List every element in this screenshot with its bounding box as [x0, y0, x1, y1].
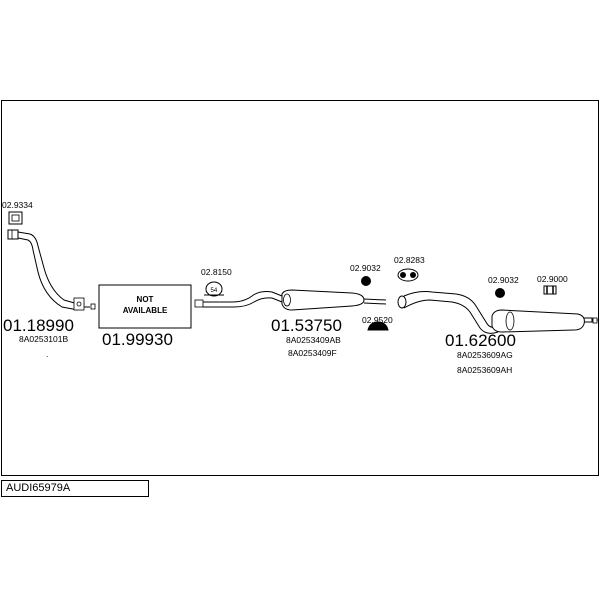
oem-code-rear-2: 8A0253609AH: [457, 365, 512, 375]
clamp-mid-icon: 54: [204, 281, 224, 297]
part-code-not-available: 01.99930: [102, 330, 173, 349]
part-code-bracket-front: 02.9334: [2, 200, 33, 210]
part-code-rear-silencer: 01.62600: [445, 331, 516, 350]
part-code-front-pipe: 01.18990: [3, 316, 74, 335]
oem-code-middle-2: 8A0253409F: [288, 348, 337, 358]
dot-mark: .: [46, 349, 48, 359]
bracket-rear-icon: [543, 285, 557, 295]
middle-silencer-icon: [194, 289, 387, 311]
rear-silencer-icon: [397, 291, 598, 334]
not-available-line2: AVAILABLE: [123, 306, 168, 315]
front-pipe-icon: [7, 229, 96, 311]
not-available-box: [98, 284, 192, 329]
bracket-front-icon: [8, 211, 23, 225]
part-code-clamp-mid: 02.8150: [201, 267, 232, 277]
rubber-ring-mid-icon: [361, 276, 371, 286]
part-code-bracket-rear: 02.9000: [537, 274, 568, 284]
not-available-line1: NOT: [137, 295, 154, 304]
part-code-ring-mid-2: 02.8283: [394, 255, 425, 265]
oem-code-rear-1: 8A0253609AG: [457, 350, 513, 360]
svg-text:54: 54: [211, 288, 218, 294]
diagram-title-box: AUDI65979A: [1, 480, 149, 497]
rubber-ring-rear-icon: [495, 288, 505, 298]
diagram-title: AUDI65979A: [6, 482, 71, 494]
part-code-ring-mid-1: 02.9032: [350, 263, 381, 273]
gasket-mid-icon: [367, 321, 389, 331]
oem-code-front-pipe: 8A0253101B: [19, 334, 68, 344]
diagram-frame: [1, 100, 599, 476]
part-code-middle-silencer: 01.53750: [271, 316, 342, 335]
oem-code-middle-1: 8A0253409AB: [286, 335, 341, 345]
part-code-ring-rear-1: 02.9032: [488, 275, 519, 285]
part-code-ring-mid-3: 02.9520: [362, 315, 393, 325]
hanger-mid-icon: [397, 268, 419, 282]
